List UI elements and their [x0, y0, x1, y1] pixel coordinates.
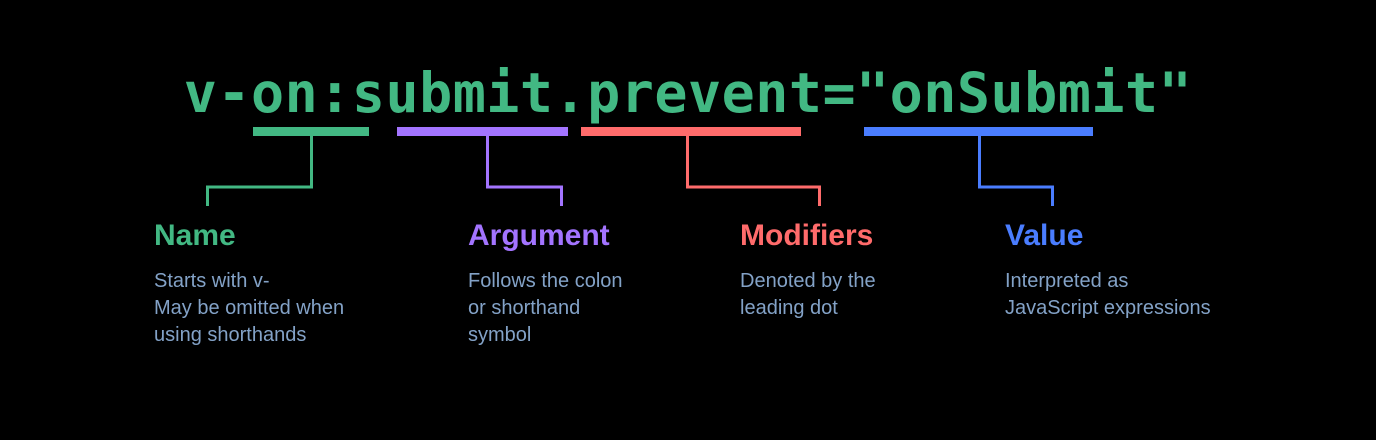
connector-modifiers: [581, 127, 821, 206]
elbow-path-value: [978, 136, 1054, 206]
legend-column-value: Value Interpreted as JavaScript expressi…: [1005, 218, 1345, 322]
legend-title-modifiers: Modifiers: [740, 219, 874, 252]
underline-bar-value: [864, 127, 1093, 136]
underline-bar-modifiers: [581, 127, 801, 136]
legend-description-modifiers: Denoted by the leading dot: [740, 270, 876, 319]
legend-column-name: Name Starts with v- May be omitted when …: [154, 218, 454, 349]
legend-description-value: Interpreted as JavaScript expressions: [1005, 270, 1211, 319]
code-expression: v-on:submit.prevent="onSubmit": [183, 61, 1193, 125]
legend-title-value: Value: [1005, 219, 1084, 252]
underline-bar-name: [253, 127, 369, 136]
legend-title-argument: Argument: [468, 219, 610, 252]
elbow-path-name: [206, 136, 313, 206]
legend-column-modifiers: Modifiers Denoted by the leading dot: [740, 218, 990, 322]
elbow-path-modifiers: [686, 136, 821, 206]
underline-bar-argument: [397, 127, 568, 136]
legend-column-argument: Argument Follows the colon or shorthand …: [468, 218, 728, 349]
connector-argument: [397, 127, 568, 206]
connector-value: [864, 127, 1093, 206]
legend-description-name: Starts with v- May be omitted when using…: [154, 270, 345, 346]
legend: Name Starts with v- May be omitted when …: [0, 218, 1376, 398]
connector-name: [206, 127, 369, 206]
legend-description-argument: Follows the colon or shorthand symbol: [468, 270, 623, 346]
legend-title-name: Name: [154, 219, 236, 252]
elbow-path-argument: [486, 136, 563, 206]
